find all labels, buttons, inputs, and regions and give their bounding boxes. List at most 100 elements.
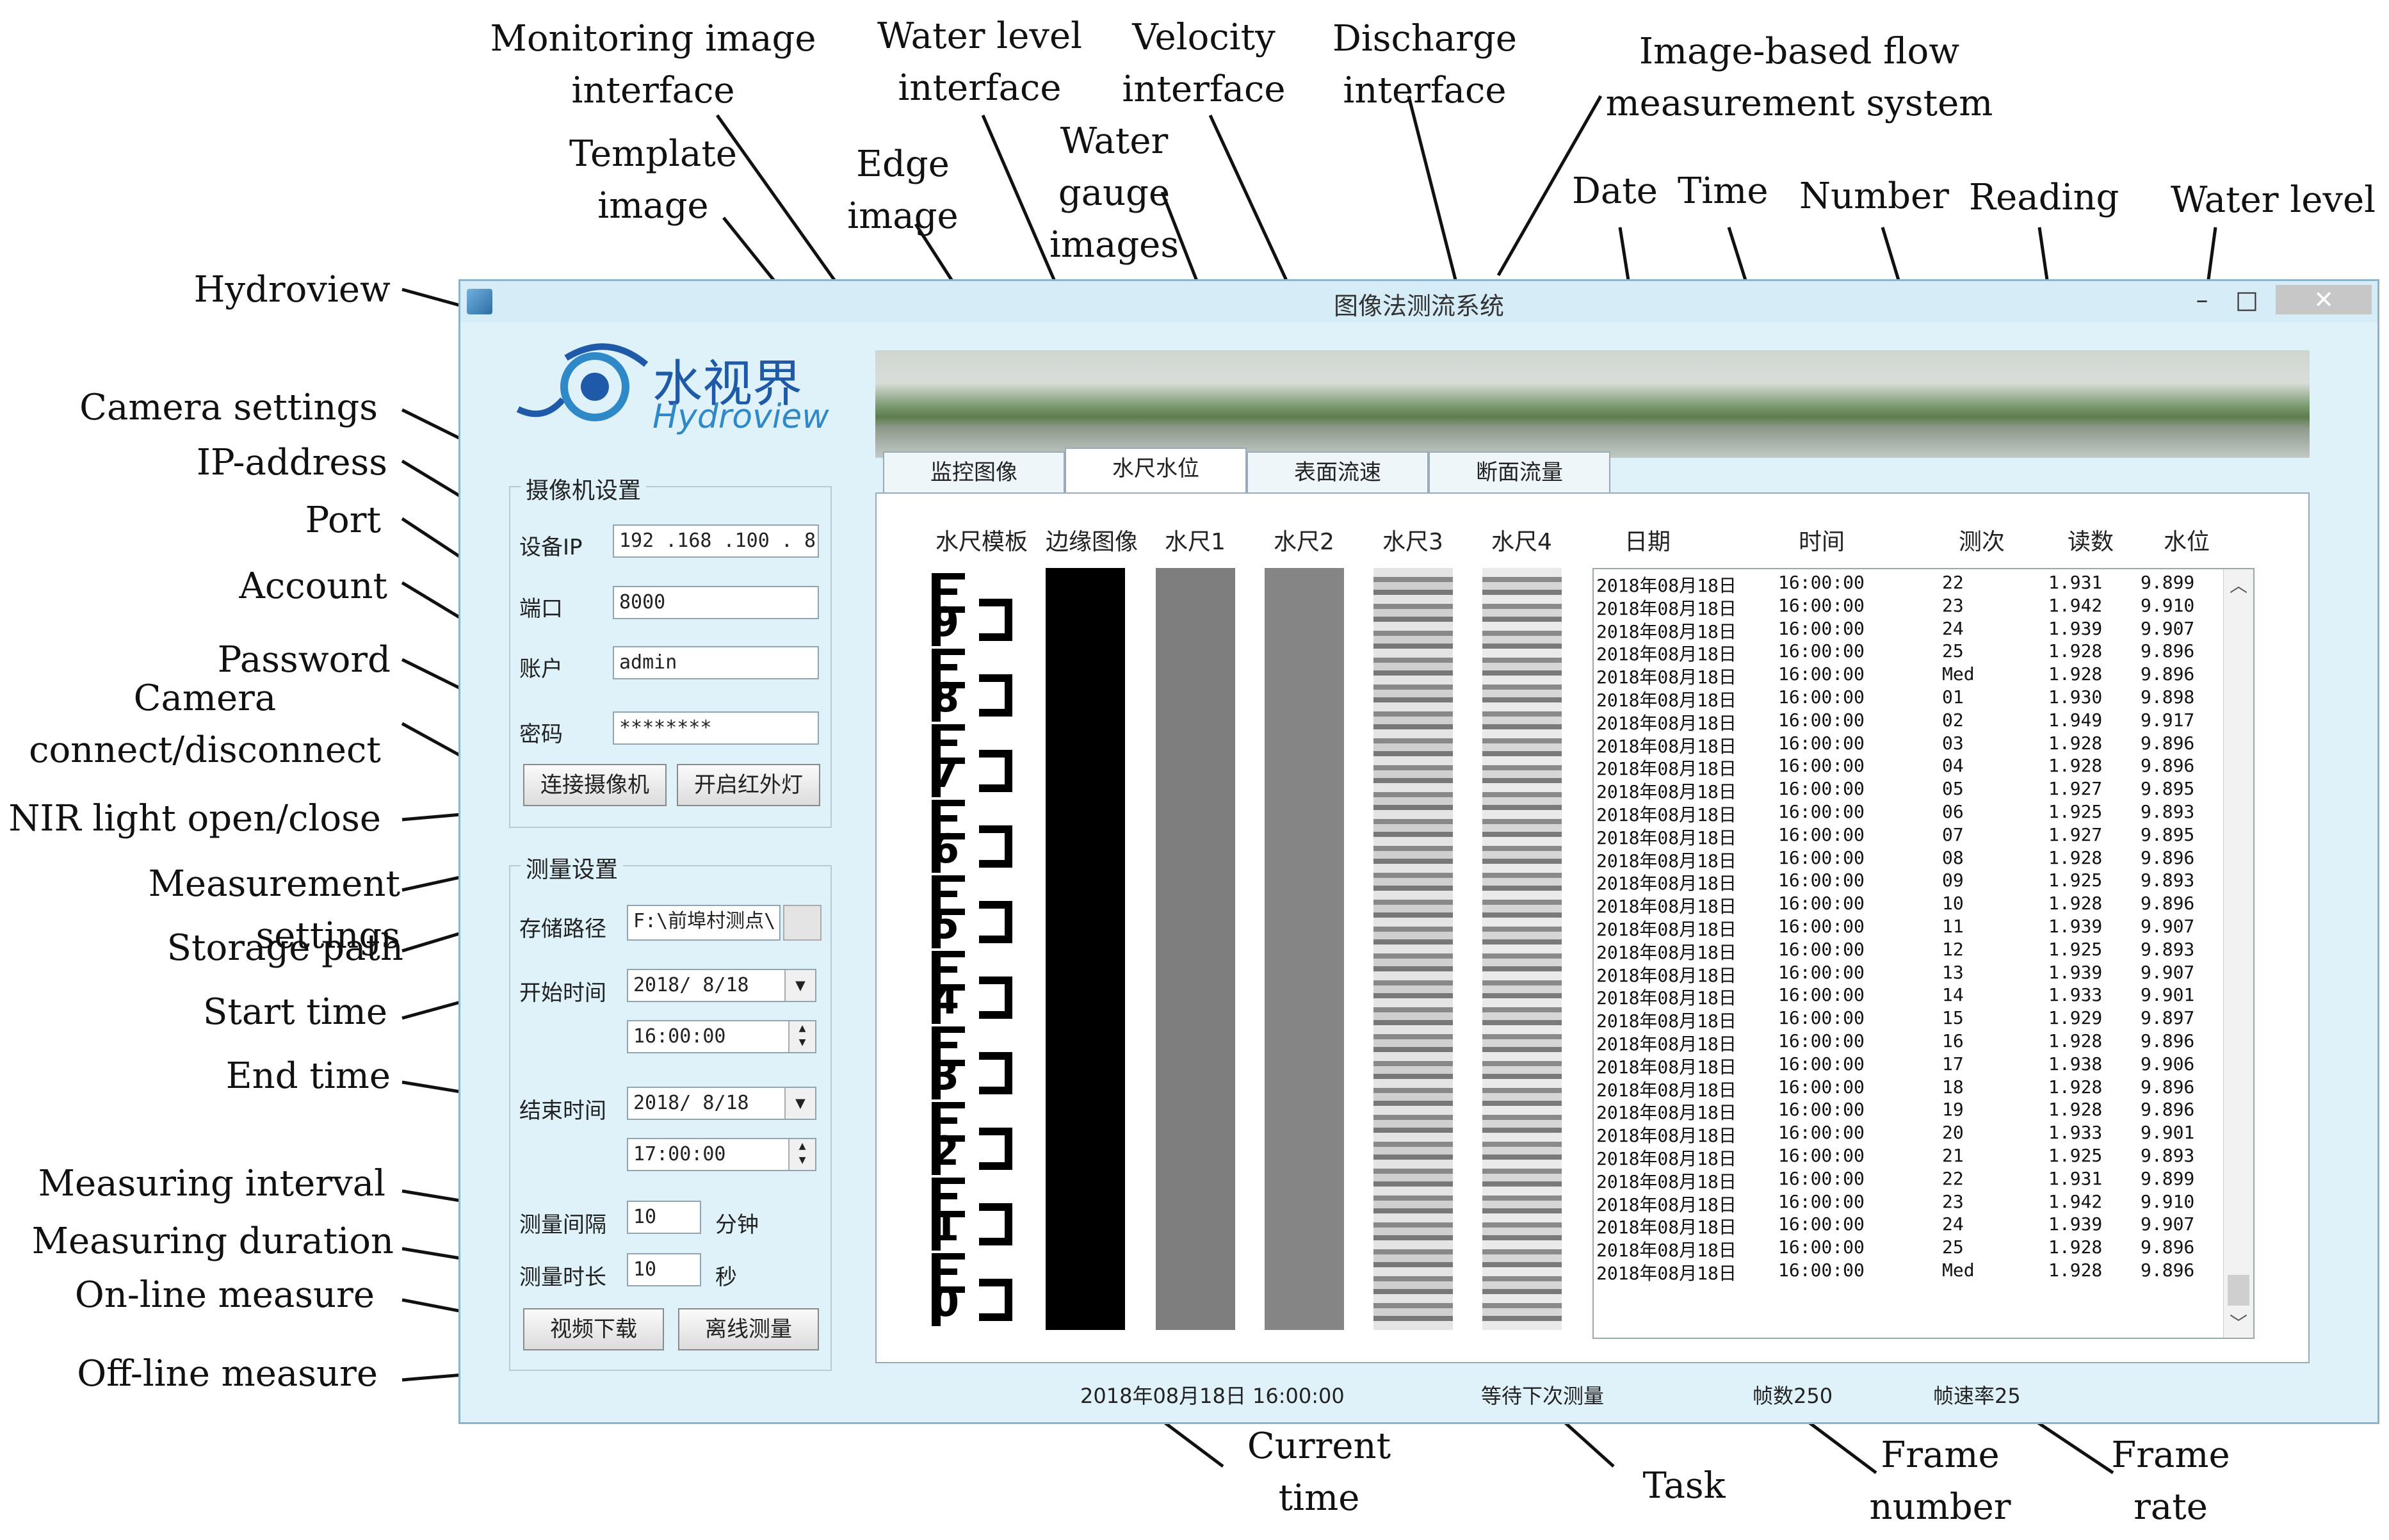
table-cell: 2018年08月18日 <box>1596 804 1737 825</box>
table-cell: 1.942 <box>2048 594 2103 616</box>
col-gauge-1: 水尺1 <box>1165 529 1226 555</box>
table-cell: 2018年08月18日 <box>1596 1102 1737 1124</box>
table-cell: 1.942 <box>2048 1190 2103 1212</box>
label-velocity-interface: Velocity interface <box>1122 17 1286 111</box>
scroll-up-icon[interactable]: ︿ <box>2229 575 2247 596</box>
gauge-number: 9 <box>932 599 960 645</box>
gauge-mark: 0 <box>932 1253 1012 1326</box>
table-cell: 16 <box>1942 1030 1964 1051</box>
table-cell: 9.896 <box>2141 755 2195 777</box>
offline-measure-button[interactable]: 离线测量 <box>678 1308 819 1350</box>
table-header-water-level: 水位 <box>2164 529 2210 555</box>
label-storage-path: Storage path <box>166 927 403 969</box>
table-cell: 16:00:00 <box>1778 594 1865 616</box>
password-label: 密码 <box>519 722 563 747</box>
gauge-image-3 <box>1373 568 1453 1330</box>
label-hydroview: Hydroview <box>193 269 391 311</box>
table-cell: 22 <box>1942 572 1964 593</box>
table-cell: 9.896 <box>2141 1236 2195 1258</box>
label-frame-rate: Frame rate <box>2111 1434 2230 1528</box>
end-time-field[interactable]: 17:00:00 ▲▼ <box>627 1138 816 1171</box>
table-cell: 16:00:00 <box>1778 1213 1865 1235</box>
table-header-reading: 读数 <box>2068 529 2114 555</box>
label-discharge-interface: Discharge interface <box>1332 18 1518 112</box>
table-cell: 9.896 <box>2141 663 2195 685</box>
duration-label: 测量时长 <box>519 1265 606 1290</box>
table-cell: 16:00:00 <box>1778 870 1865 891</box>
end-date-picker[interactable]: 2018/ 8/18 ▼ <box>627 1087 816 1120</box>
gauge-number: 6 <box>932 825 960 872</box>
label-frame-number: Frame number <box>1869 1434 2011 1528</box>
table-cell: 16:00:00 <box>1778 686 1865 708</box>
table-cell: 16:00:00 <box>1778 732 1865 754</box>
browse-button[interactable] <box>783 905 822 941</box>
tab-water-level[interactable]: 水尺水位 <box>1065 448 1247 492</box>
spinner-icon[interactable]: ▲▼ <box>788 1139 815 1170</box>
hydroview-logo-icon <box>516 343 649 421</box>
table-cell: 16:00:00 <box>1778 1236 1865 1258</box>
table-cell: 16:00:00 <box>1778 800 1865 822</box>
duration-field[interactable]: 10 <box>627 1253 701 1286</box>
table-cell: 9.896 <box>2141 732 2195 754</box>
nir-light-button[interactable]: 开启红外灯 <box>677 764 820 806</box>
table-cell: 9.907 <box>2141 961 2195 983</box>
label-edge-image: Edge image <box>847 143 959 238</box>
table-cell: 1.933 <box>2048 1122 2103 1144</box>
ip-address-field[interactable]: 192 .168 .100 . 8 <box>613 524 819 558</box>
spinner-icon[interactable]: ▲▼ <box>788 1021 815 1052</box>
table-cell: 1.928 <box>2048 1236 2103 1258</box>
table-cell: 2018年08月18日 <box>1596 987 1737 1009</box>
scroll-thumb[interactable] <box>2228 1275 2249 1306</box>
tab-discharge[interactable]: 断面流量 <box>1429 451 1610 492</box>
table-cell: 1.939 <box>2048 961 2103 983</box>
label-task: Task <box>1642 1465 1726 1507</box>
logo-text-cn: 水视界 <box>652 355 803 413</box>
tab-velocity[interactable]: 表面流速 <box>1247 451 1429 492</box>
table-cell: 1.928 <box>2048 1076 2103 1098</box>
scrollbar[interactable]: ︿ ﹀ <box>2223 569 2253 1338</box>
table-cell: 16:00:00 <box>1778 961 1865 983</box>
app-icon <box>467 289 492 314</box>
table-cell: 16:00:00 <box>1778 1030 1865 1051</box>
table-cell: 16:00:00 <box>1778 572 1865 593</box>
table-cell: 9.901 <box>2141 1122 2195 1144</box>
close-button[interactable]: ✕ <box>2276 285 2372 314</box>
table-cell: 15 <box>1942 1007 1964 1029</box>
storage-path-field[interactable]: F:\前埠村测点\ <box>627 905 781 941</box>
port-field[interactable]: 8000 <box>613 586 819 619</box>
chevron-down-icon[interactable]: ▼ <box>784 970 815 1001</box>
table-cell: 2018年08月18日 <box>1596 1194 1737 1215</box>
table-cell: 01 <box>1942 686 1964 708</box>
password-field[interactable]: ******** <box>613 711 819 745</box>
gauge-mark: 4 <box>932 951 1012 1024</box>
scroll-down-icon[interactable]: ﹀ <box>2229 1313 2247 1334</box>
label-camera-connect: Camera connect/disconnect <box>29 677 381 772</box>
table-cell: 11 <box>1942 915 1964 937</box>
table-cell: 14 <box>1942 984 1964 1006</box>
table-cell: 16:00:00 <box>1778 778 1865 800</box>
table-cell: 02 <box>1942 709 1964 731</box>
gauge-mark: 5 <box>932 875 1012 948</box>
minimize-button[interactable]: – <box>2196 286 2208 314</box>
interval-field[interactable]: 10 <box>627 1201 701 1234</box>
account-field[interactable]: admin <box>613 646 819 679</box>
table-cell: 9.893 <box>2141 1144 2195 1166</box>
online-measure-button[interactable]: 视频下载 <box>523 1308 664 1350</box>
maximize-button[interactable]: □ <box>2235 286 2258 314</box>
chevron-down-icon[interactable]: ▼ <box>784 1088 815 1119</box>
label-template-image: Template image <box>569 133 738 227</box>
camera-settings-title: 摄像机设置 <box>521 472 647 505</box>
tab-monitoring-image[interactable]: 监控图像 <box>883 451 1065 492</box>
table-header-time: 时间 <box>1799 529 1845 555</box>
gauge-mark: 7 <box>932 724 1012 797</box>
connect-camera-button[interactable]: 连接摄像机 <box>523 764 667 806</box>
table-cell: 2018年08月18日 <box>1596 918 1737 940</box>
label-number: Number <box>1799 175 1949 217</box>
table-cell: 03 <box>1942 732 1964 754</box>
table-cell: 9.896 <box>2141 1030 2195 1051</box>
start-time-field[interactable]: 16:00:00 ▲▼ <box>627 1020 816 1053</box>
table-cell: 9.901 <box>2141 984 2195 1006</box>
start-date-picker[interactable]: 2018/ 8/18 ▼ <box>627 969 816 1002</box>
table-cell: 2018年08月18日 <box>1596 597 1737 619</box>
